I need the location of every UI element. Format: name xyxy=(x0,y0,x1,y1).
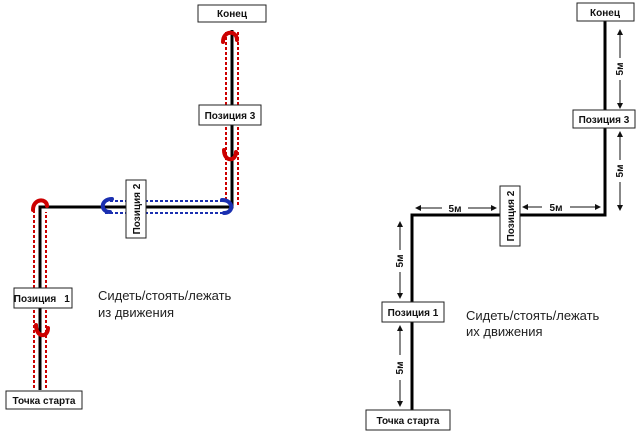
left-pos2-label: Позиция 2 xyxy=(132,183,143,234)
left-note-line2: из движения xyxy=(98,305,174,320)
right-pos3-label: Позиция 3 xyxy=(579,115,630,126)
left-note-line1: Сидеть/стоять/лежать xyxy=(98,288,232,303)
dim-label-1: 5м xyxy=(615,63,626,76)
right-note-line1: Сидеть/стоять/лежать xyxy=(466,308,600,323)
dim-label-2: 5м xyxy=(615,165,626,178)
dim-label-5: 5м xyxy=(449,204,462,215)
right-pos2-label: Позиция 2 xyxy=(506,190,517,241)
right-end-box: Конец xyxy=(576,2,635,22)
right-start-label: Точка старта xyxy=(377,416,440,427)
blue-turn-arrow-icon xyxy=(100,197,234,215)
left-pos1-label: Позиция xyxy=(14,294,57,305)
right-start-box: Точка старта xyxy=(365,409,451,431)
right-diagram: Конец Позиция 3 Позиция 2 Позиция 1 Точк… xyxy=(365,2,636,431)
left-end-label: Конец xyxy=(217,9,248,20)
left-end-box: Конец xyxy=(197,4,267,23)
right-pos2-box: Позиция 2 xyxy=(499,185,521,247)
left-pos1-number: 1 xyxy=(64,294,70,305)
dim-label-3: 5м xyxy=(395,255,406,268)
right-pos1-box: Позиция 1 xyxy=(381,301,445,323)
right-pos1-label: Позиция 1 xyxy=(388,308,439,319)
left-pos2-box: Позиция 2 xyxy=(125,179,147,239)
right-end-label: Конец xyxy=(590,8,621,19)
left-diagram: Конец Позиция 3 Позиция 2 Позиция 1 Точк… xyxy=(5,4,267,410)
red-turn-arrow-icon xyxy=(31,30,239,338)
dim-label-4: 5м xyxy=(395,362,406,375)
dimension-arrow-icon xyxy=(397,29,623,407)
left-start-box: Точка старта xyxy=(5,390,83,410)
left-pos3-label: Позиция 3 xyxy=(205,111,256,122)
right-pos3-box: Позиция 3 xyxy=(572,109,636,129)
dim-label-6: 5м xyxy=(550,203,563,214)
left-start-label: Точка старта xyxy=(13,396,76,407)
right-note-line2: их движения xyxy=(466,324,543,339)
left-pos3-box: Позиция 3 xyxy=(198,104,262,126)
left-pos1-box: Позиция 1 xyxy=(13,287,73,309)
